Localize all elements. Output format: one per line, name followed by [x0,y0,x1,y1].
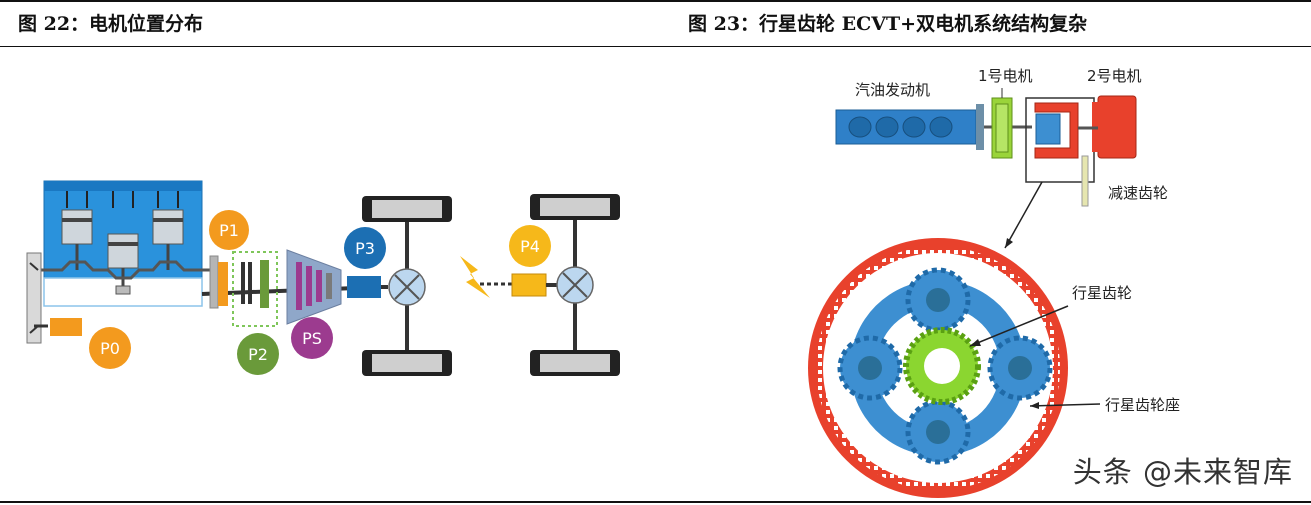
p0-motor [50,318,82,336]
p1-badge: P1 [209,210,249,250]
electric-bolt-icon [460,256,490,298]
label-motor2: 2号电机 [1087,67,1142,85]
carrier-callout-line [1029,403,1101,407]
svg-text:P2: P2 [248,345,268,364]
p3-badge: P3 [344,227,386,269]
motor-2 [1034,95,1137,159]
piston-1 [61,191,93,270]
bottom-rule [0,501,1311,503]
label-carrier: 行星齿轮座 [1105,396,1180,414]
motor-1 [991,88,1013,159]
flywheel [209,255,219,309]
planet-gear-bottom [905,399,971,465]
piston-3 [152,191,184,270]
p4-badge: P4 [509,225,551,267]
right-figure-title: 图 23：行星齿轮 ECVT+双电机系统结构复杂 [688,13,1088,35]
ps-transmission [286,249,342,325]
watermark: 头条 @未来智库 [1072,455,1293,489]
label-planet-gear: 行星齿轮 [1072,284,1132,302]
svg-text:P3: P3 [355,239,375,258]
top-rule [0,0,1311,2]
reducer-shaft [1081,155,1089,207]
rear-axle [530,194,620,376]
planet-gear-top [905,267,971,333]
front-axle [362,196,452,376]
label-motor1: 1号电机 [978,67,1033,85]
svg-text:P1: P1 [219,221,239,240]
engine-block [34,180,210,307]
label-engine: 汽油发动机 [855,81,930,99]
p3-motor [347,276,381,298]
svg-text:P0: P0 [100,339,120,358]
p2-clutch [232,251,278,327]
ecvt-structure-svg: 汽油发动机 1号电机 2号电机 减速齿轮 [808,67,1180,498]
ecvt-structure-diagram: 汽油发动机 1号电机 2号电机 减速齿轮 [800,48,1300,498]
left-figure-title: 图 22：电机位置分布 [18,13,204,35]
p4-motor [511,273,547,297]
p2-badge: P2 [237,333,279,375]
p0-badge: P0 [89,327,131,369]
planet-gear-callout-line [969,305,1069,347]
p1-motor [218,262,228,306]
header-rule [0,46,1311,47]
ps-badge: PS [291,317,333,359]
motor-position-diagram: P0 P1 P2 PS P3 [0,48,660,498]
zoom-arrow [1004,181,1043,249]
planet-gear-left [837,335,903,401]
motor-position-svg: P0 P1 P2 PS P3 [26,180,620,376]
label-reducer: 减速齿轮 [1108,184,1168,202]
svg-text:PS: PS [302,329,322,348]
planet-gear-right [987,335,1053,401]
accessory-belt [26,252,48,344]
sun-gear [903,327,981,405]
svg-text:P4: P4 [520,237,540,256]
